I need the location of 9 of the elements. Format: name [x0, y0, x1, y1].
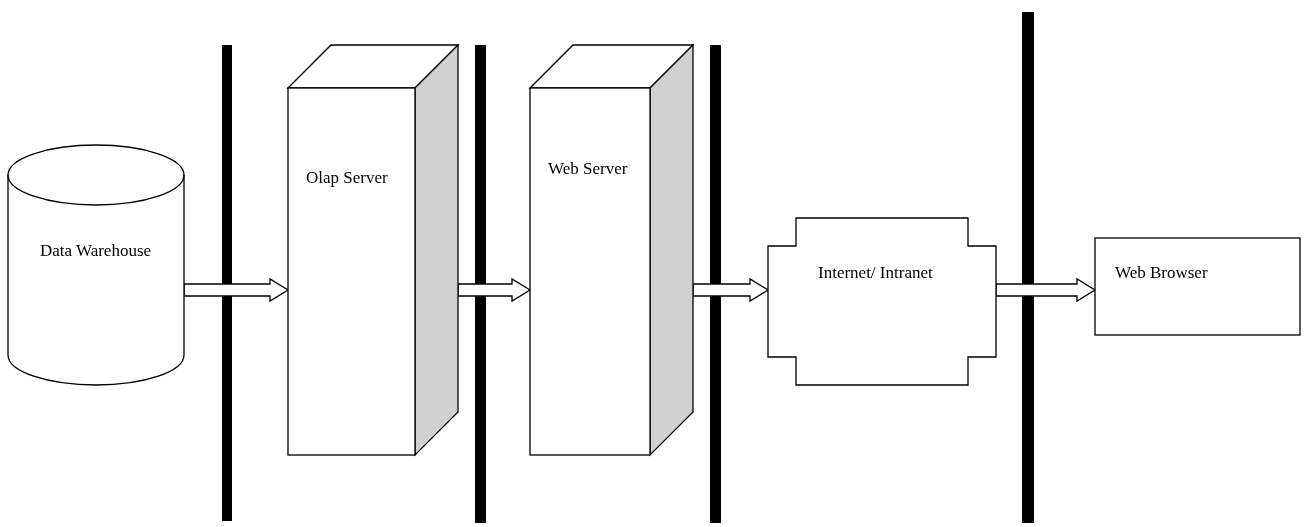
node-label: Data Warehouse — [38, 240, 153, 262]
node-label: Olap Server — [306, 167, 389, 189]
node-label: Web Server — [548, 158, 628, 180]
node-label: Web Browser — [1115, 262, 1209, 284]
block-arrow — [995, 277, 1097, 303]
block-arrow — [457, 277, 532, 303]
block-arrow — [692, 277, 770, 303]
node-label: Internet/ Intranet — [818, 262, 934, 284]
block-arrow — [183, 277, 290, 303]
